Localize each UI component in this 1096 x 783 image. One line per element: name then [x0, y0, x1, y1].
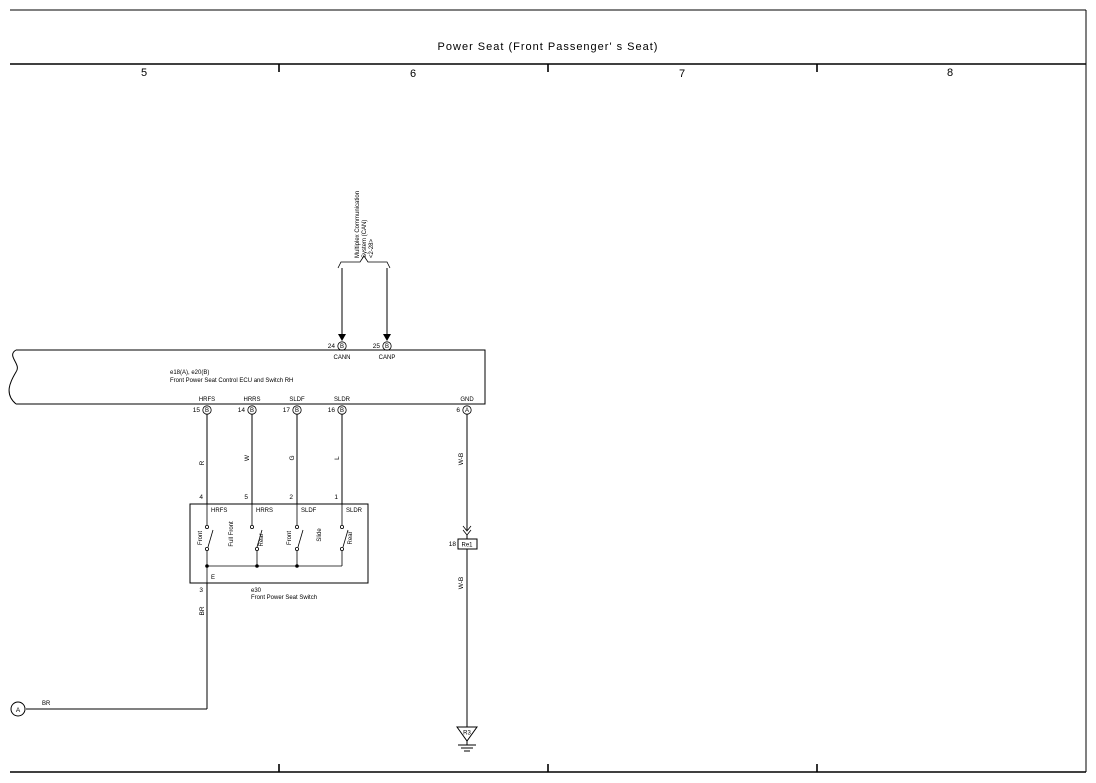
switch-pin-number: 2: [289, 494, 293, 501]
ecu-pin-sldr[interactable]: SLDR 16 B: [328, 397, 351, 415]
ecu-component[interactable]: e18(A), e20(B) Front Power Seat Control …: [8, 349, 486, 405]
connector-letter: A: [465, 408, 469, 414]
wire-color-br: BR: [199, 606, 206, 615]
switch-contact-label: Front: [198, 531, 204, 545]
wire-color-r: R: [199, 460, 206, 465]
switch-code: e30: [251, 588, 262, 594]
connector-ref-letter: A: [16, 707, 21, 714]
ecu-pin-label: HRFS: [199, 397, 215, 403]
multiplex-label-line1: Multiplex Communication: [355, 191, 361, 258]
connector-letter: B: [205, 408, 209, 414]
connector-ref-a[interactable]: A: [10, 701, 26, 717]
switch-contact-label: Rear: [259, 533, 265, 546]
connector-ref-wire: BR: [42, 701, 51, 707]
can-wires: [338, 268, 391, 341]
switch-contact-hrrs: [249, 525, 263, 552]
connector-ref-circle-icon: [10, 701, 26, 717]
ecu-pin-hrrs[interactable]: HRRS 14 B: [238, 397, 261, 415]
ecu-pin-canp[interactable]: 25 B CANP: [373, 341, 396, 361]
canp-arrow: [383, 334, 391, 341]
ecu-pin-label: CANN: [333, 355, 350, 361]
ecu-name: Front Power Seat Control ECU and Switch …: [170, 378, 293, 384]
column-number-8: 8: [947, 67, 953, 79]
ecu-pin-cann[interactable]: 24 B CANN: [328, 341, 351, 361]
ground-wires: [462, 414, 472, 727]
connector-letter: B: [385, 344, 389, 350]
wire-color-g: G: [289, 455, 296, 460]
ecu-box: [16, 349, 486, 405]
switch-contact-hrfs: [204, 525, 214, 552]
switch-contact-sldf: [294, 525, 304, 552]
column-number-7: 7: [679, 68, 685, 80]
junction-box: [457, 538, 478, 550]
ecu-pin-gnd[interactable]: GND 6 A: [456, 397, 474, 415]
junction-label: Re1: [461, 543, 473, 549]
multiplex-reference[interactable]: Multiplex Communication System (CAN) <2-…: [337, 191, 391, 269]
ecu-pin-number: 25: [373, 343, 381, 350]
junction-dot: [255, 564, 259, 568]
ecu-pin-number: 15: [193, 407, 201, 414]
switch-box: [189, 503, 369, 584]
switch-contact-label: Rear: [348, 531, 354, 544]
ecu-pin-number: 17: [283, 407, 291, 414]
column-number-5: 5: [141, 67, 147, 79]
ecu-code: e18(A), e20(B): [170, 370, 209, 376]
wire-color-w: W: [244, 454, 251, 461]
multiplex-label-line3: <2-28>: [369, 238, 375, 258]
switch-ground-label: E: [211, 575, 215, 581]
junction-dot: [295, 564, 299, 568]
signal-wires: [206, 414, 343, 504]
ecu-pin-sldf[interactable]: SLDF 17 B: [283, 397, 305, 415]
ecu-pin-label: HRRS: [243, 397, 260, 403]
switch-pin-number: 4: [199, 494, 203, 501]
junction-connector-re1[interactable]: 18 Re1: [449, 538, 478, 550]
ecu-pin-number: 6: [456, 407, 460, 414]
connector-letter: B: [340, 408, 344, 414]
junction-pin-number: 18: [449, 541, 457, 548]
switch-pin-label: SLDF: [301, 508, 317, 514]
switch-pin-number: 5: [244, 494, 248, 501]
ecu-pin-number: 14: [238, 407, 246, 414]
wire-color-l: L: [334, 456, 341, 460]
ground-triangle-icon: [456, 726, 478, 742]
multiplex-label-line2: System (CAN): [362, 220, 368, 258]
switch-ground-wire: [26, 583, 208, 710]
diagram-frame: [10, 9, 1087, 773]
cann-arrow: [338, 334, 346, 341]
switch-contact-label: Full Front: [229, 521, 235, 547]
ecu-pin-label: CANP: [379, 355, 396, 361]
wire-color-w-b-lower: W-B: [458, 577, 465, 590]
ecu-pin-number: 16: [328, 407, 336, 414]
ecu-pin-label: GND: [460, 397, 474, 403]
diagram-title: Power Seat (Front Passenger' s Seat): [438, 41, 659, 53]
switch-pin-label: SLDR: [346, 508, 363, 514]
ground-point-label: R3: [463, 731, 471, 737]
ecu-pin-label: SLDF: [289, 397, 305, 403]
switch-pin-number: 1: [334, 494, 338, 501]
switch-pin-label: HRRS: [256, 508, 273, 514]
connector-letter: B: [250, 408, 254, 414]
column-number-6: 6: [410, 68, 416, 80]
ecu-break-curve: [8, 349, 18, 405]
switch-name: Front Power Seat Switch: [251, 595, 317, 601]
switch-ground-pin: 3: [199, 587, 203, 594]
ecu-pin-number: 24: [328, 343, 336, 350]
connector-letter: B: [340, 344, 344, 350]
switch-component[interactable]: HRFS HRRS SLDF SLDR: [189, 503, 369, 584]
switch-contact-label: Front: [287, 531, 293, 545]
multiplex-brace: [337, 255, 391, 269]
connector-letter: B: [295, 408, 299, 414]
switch-contact-sldr: [339, 525, 349, 552]
switch-pin-label: HRFS: [211, 508, 227, 514]
ecu-pin-hrfs[interactable]: HRFS 15 B: [193, 397, 215, 415]
ecu-pin-label: SLDR: [334, 397, 351, 403]
wire-color-w-b: W-B: [458, 453, 465, 466]
switch-contact-label: Slide: [317, 528, 323, 542]
ground-point-r3[interactable]: R3: [456, 726, 478, 752]
